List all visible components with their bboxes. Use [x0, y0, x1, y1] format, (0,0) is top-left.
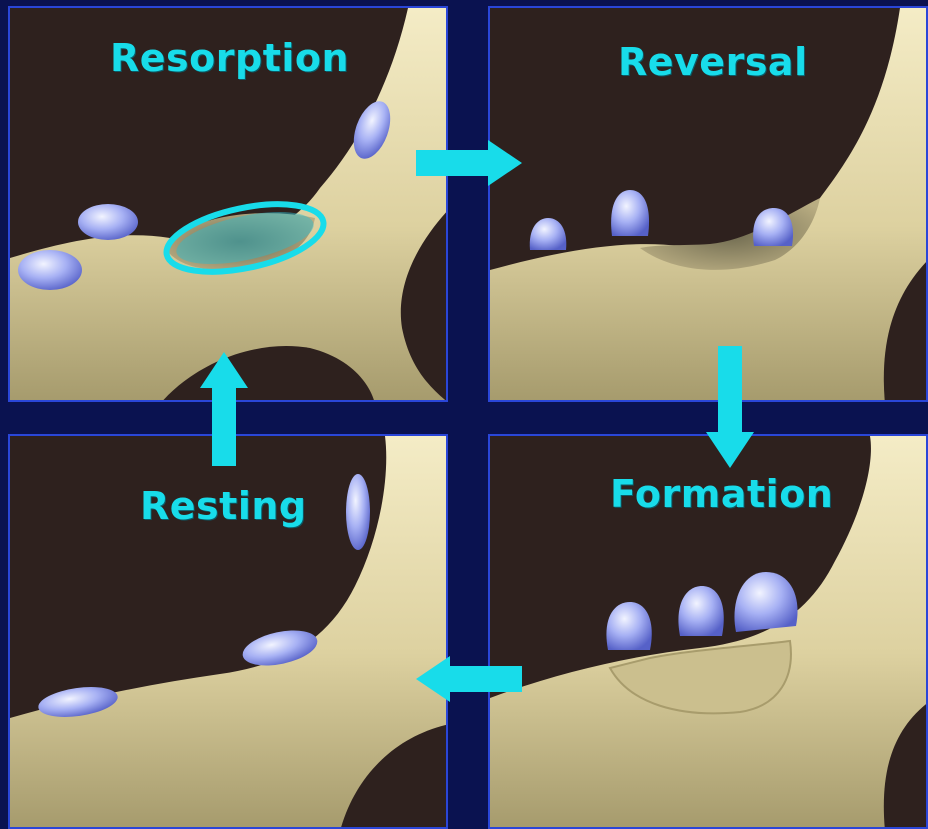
stage-label-resorption: Resorption [110, 36, 349, 80]
lining-cell [78, 204, 138, 240]
mononuclear-cell [530, 218, 567, 250]
osteoblast-cell [734, 572, 797, 632]
osteoblast-cell [606, 602, 651, 650]
arrow-down-icon [706, 346, 754, 468]
stage-label-resting: Resting [140, 484, 307, 528]
lining-cell [18, 250, 82, 290]
panel-formation: Formation [488, 434, 928, 829]
panel-resorption: Resorption [8, 6, 448, 402]
stage-label-formation: Formation [610, 472, 833, 516]
mononuclear-cell [753, 208, 793, 246]
lining-cell [346, 474, 370, 550]
panel-resting: Resting [8, 434, 448, 829]
arrow-up-icon [200, 352, 248, 466]
stage-label-reversal: Reversal [618, 40, 808, 84]
arrow-left-icon [416, 656, 522, 702]
osteoblast-cell [678, 586, 723, 636]
panel-reversal: Reversal [488, 6, 928, 402]
mononuclear-cell [611, 190, 649, 236]
arrow-right-icon [416, 140, 522, 186]
